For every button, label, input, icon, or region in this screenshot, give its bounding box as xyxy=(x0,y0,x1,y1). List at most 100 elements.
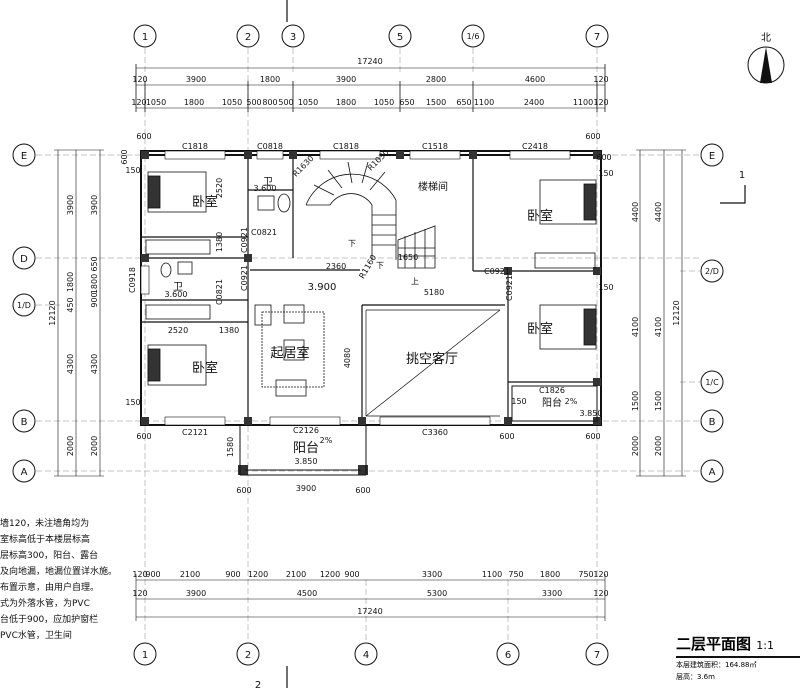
svg-text:1800: 1800 xyxy=(540,570,560,579)
svg-text:750: 750 xyxy=(578,570,593,579)
svg-text:150: 150 xyxy=(125,166,140,175)
svg-text:2400: 2400 xyxy=(524,98,544,107)
svg-text:120: 120 xyxy=(593,589,608,598)
svg-text:4300: 4300 xyxy=(66,354,75,374)
svg-text:1650: 1650 xyxy=(398,253,418,262)
window-openings xyxy=(140,150,571,426)
axis-bubble: B xyxy=(700,409,724,433)
svg-text:120: 120 xyxy=(132,570,147,579)
svg-text:C1818: C1818 xyxy=(182,142,208,151)
floor-height-label: 层高：3.6m xyxy=(676,673,715,681)
svg-text:150: 150 xyxy=(511,397,526,406)
stair-direction-labels: 下 上 下 2% 2% xyxy=(320,239,578,445)
axis-bubble: 2 xyxy=(236,642,260,666)
svg-text:600: 600 xyxy=(596,153,611,162)
dimensions-right xyxy=(636,149,686,477)
svg-text:12120: 12120 xyxy=(48,300,57,325)
note-line: PVC水管，卫生间 xyxy=(0,631,72,641)
svg-text:3.850: 3.850 xyxy=(580,409,603,418)
svg-text:1800: 1800 xyxy=(184,98,204,107)
svg-text:3: 3 xyxy=(290,32,296,43)
svg-text:楼梯间: 楼梯间 xyxy=(418,180,448,193)
svg-text:3900: 3900 xyxy=(186,589,206,598)
svg-text:5180: 5180 xyxy=(424,288,444,297)
svg-text:2%: 2% xyxy=(565,397,578,406)
svg-text:B: B xyxy=(21,417,28,428)
axis-bubble: 3 xyxy=(281,24,305,48)
svg-text:7: 7 xyxy=(594,32,600,43)
svg-text:2000: 2000 xyxy=(90,436,99,456)
bed-furniture xyxy=(145,171,597,386)
svg-text:卧室: 卧室 xyxy=(192,360,218,376)
svg-text:1800: 1800 xyxy=(90,274,99,294)
side-balcony xyxy=(511,385,598,422)
section-mark-labels: 1 2 xyxy=(255,170,745,688)
svg-text:3900: 3900 xyxy=(296,484,316,493)
svg-text:4400: 4400 xyxy=(654,202,663,222)
axis-bubble: 4 xyxy=(354,642,378,666)
svg-text:900: 900 xyxy=(344,570,359,579)
axis-bubble: 1/6 xyxy=(461,24,485,48)
axis-bubbles-top: 1 2 3 5 1/6 7 xyxy=(133,24,609,48)
svg-text:2: 2 xyxy=(245,32,251,43)
straight-staircase xyxy=(397,225,436,269)
svg-text:800: 800 xyxy=(262,98,277,107)
misc-dimension-text: 600 150 2520 1380 2360 5180 4080 1380 25… xyxy=(120,132,614,495)
svg-text:3.850: 3.850 xyxy=(295,457,318,466)
structural-columns xyxy=(141,151,601,475)
svg-text:1200: 1200 xyxy=(320,570,340,579)
svg-text:3300: 3300 xyxy=(422,570,442,579)
note-line: 布置示意，由用户自理。 xyxy=(0,583,100,593)
svg-text:北: 北 xyxy=(761,32,771,44)
axis-bubble: B xyxy=(12,409,36,433)
svg-text:600: 600 xyxy=(136,132,151,141)
svg-text:E: E xyxy=(21,151,27,162)
svg-text:1: 1 xyxy=(142,650,148,661)
svg-text:阳台: 阳台 xyxy=(293,441,319,456)
dimensions-top xyxy=(135,64,606,112)
svg-text:A: A xyxy=(709,467,716,478)
svg-text:120: 120 xyxy=(132,75,147,84)
svg-text:120: 120 xyxy=(593,570,608,579)
svg-text:1500: 1500 xyxy=(654,391,663,411)
svg-text:C0921: C0921 xyxy=(240,265,249,291)
svg-text:2000: 2000 xyxy=(66,436,75,456)
svg-text:1050: 1050 xyxy=(374,98,394,107)
svg-text:4600: 4600 xyxy=(525,75,545,84)
svg-text:阳台: 阳台 xyxy=(542,396,562,409)
svg-text:12120: 12120 xyxy=(672,300,681,325)
svg-text:900: 900 xyxy=(225,570,240,579)
note-line: 台低于900，应加护窗栏 xyxy=(0,615,99,625)
dimensions-bottom xyxy=(135,574,606,621)
svg-text:2520: 2520 xyxy=(215,178,224,198)
svg-text:D: D xyxy=(20,254,28,265)
svg-text:C0918: C0918 xyxy=(128,267,137,293)
exterior-walls xyxy=(140,150,602,426)
axis-bubble: 5 xyxy=(388,24,412,48)
svg-text:C3360: C3360 xyxy=(422,428,448,437)
door-labels: C0921 C0821 C0921 C0921 C0921 C0821 xyxy=(215,227,514,305)
interior-walls xyxy=(141,155,597,421)
axis-bubble: A xyxy=(700,459,724,483)
svg-text:E: E xyxy=(709,151,715,162)
drawing-title: 二层平面图 1:1 xyxy=(676,633,800,658)
axis-bubble: 1/C xyxy=(700,370,724,394)
svg-text:7: 7 xyxy=(594,650,600,661)
axis-bubble: 2/D xyxy=(700,259,724,283)
svg-text:3300: 3300 xyxy=(542,589,562,598)
svg-text:600: 600 xyxy=(136,432,151,441)
axis-bubble: 7 xyxy=(585,24,609,48)
axis-bubble: 2 xyxy=(236,24,260,48)
svg-text:750: 750 xyxy=(508,570,523,579)
svg-text:1: 1 xyxy=(739,170,745,181)
svg-text:1100: 1100 xyxy=(573,98,593,107)
axis-bubble: 1 xyxy=(133,642,157,666)
svg-text:卫: 卫 xyxy=(173,282,183,293)
svg-text:500: 500 xyxy=(246,98,261,107)
spiral-staircase xyxy=(305,161,397,260)
svg-text:2/D: 2/D xyxy=(705,267,719,276)
svg-text:3.600: 3.600 xyxy=(254,184,277,193)
svg-text:C1818: C1818 xyxy=(333,142,359,151)
svg-text:C0921: C0921 xyxy=(505,275,514,301)
axis-bubble: 6 xyxy=(496,642,520,666)
